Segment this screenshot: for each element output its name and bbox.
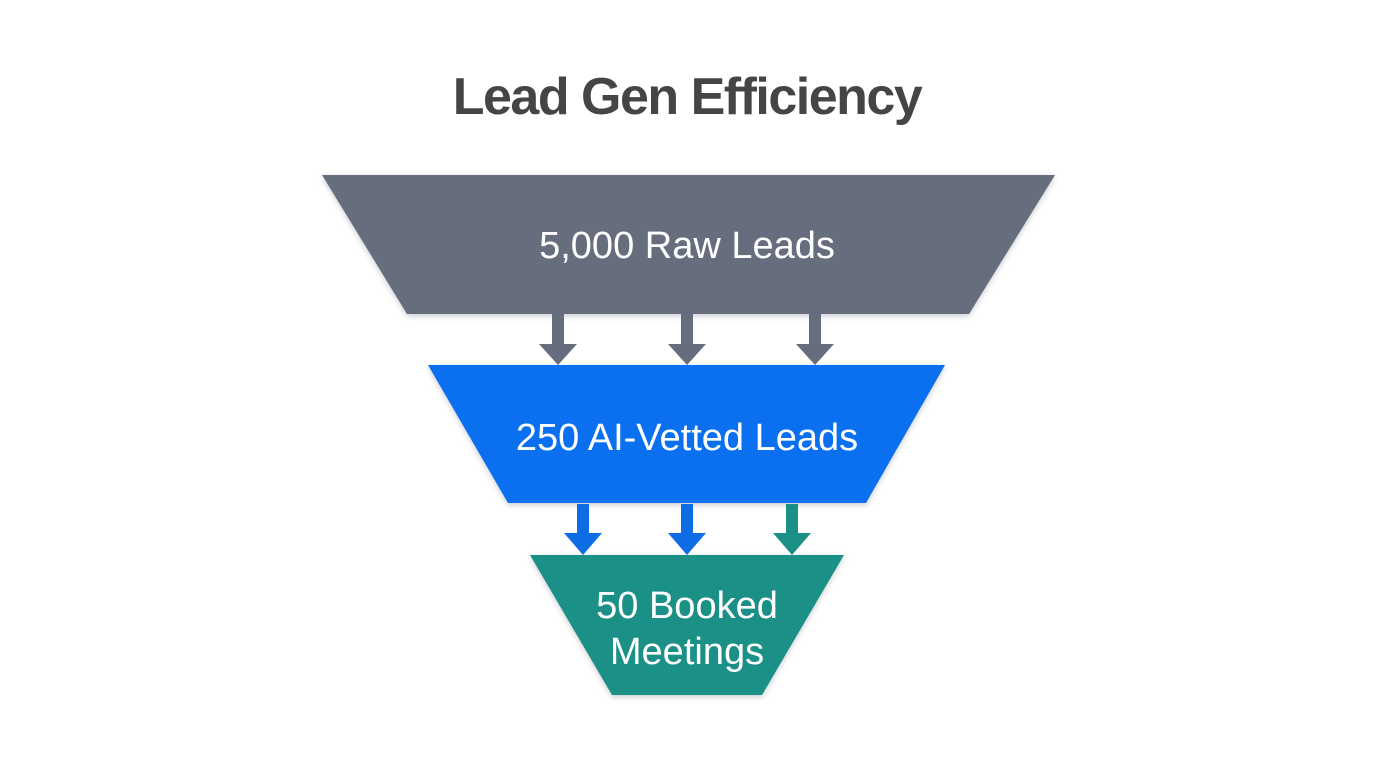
funnel-stage-ai-vetted-leads: [428, 365, 945, 503]
down-arrow-icon: [564, 504, 602, 555]
down-arrow-icon: [668, 314, 706, 365]
funnel-stage-booked-meetings: [530, 555, 844, 695]
funnel: 5,000 Raw Leads 250 AI-Vetted Leads 50 B…: [322, 175, 1055, 695]
down-arrow-icon: [773, 504, 811, 555]
stage-booked-meetings-label-line2: Meetings: [610, 631, 764, 673]
funnel-stage-raw-leads: [322, 175, 1055, 314]
stage-booked-meetings-label-line1: 50 Booked: [596, 585, 778, 627]
stage-ai-vetted-leads-label: 250 AI-Vetted Leads: [516, 417, 858, 459]
down-arrow-icon: [539, 314, 577, 365]
down-arrow-icon: [796, 314, 834, 365]
down-arrow-icon: [668, 504, 706, 555]
stage-raw-leads-label: 5,000 Raw Leads: [539, 225, 835, 267]
chart-title: Lead Gen Efficiency: [453, 68, 923, 126]
